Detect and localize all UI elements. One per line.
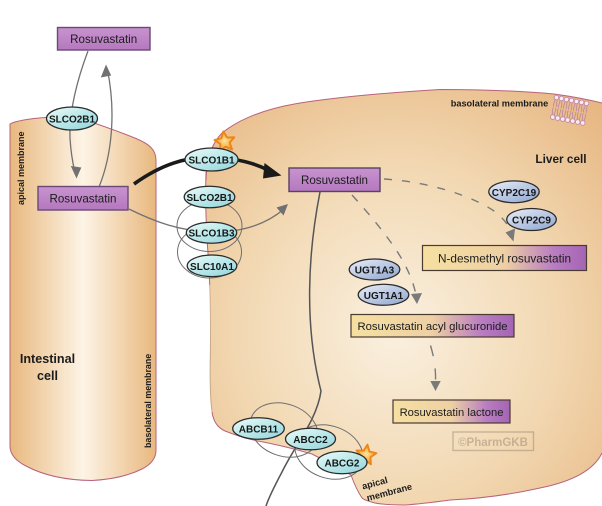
svg-text:basolateral membrane: basolateral membrane	[143, 354, 153, 448]
svg-text:basolateral membrane: basolateral membrane	[451, 99, 549, 109]
svg-text:SLCO1B3: SLCO1B3	[188, 229, 235, 240]
svg-text:Rosuvastatin: Rosuvastatin	[301, 174, 368, 187]
svg-text:cell: cell	[37, 369, 58, 383]
svg-text:Rosuvastatin: Rosuvastatin	[49, 193, 116, 206]
svg-text:Liver cell: Liver cell	[535, 152, 586, 166]
svg-text:Intestinal: Intestinal	[20, 352, 75, 366]
svg-text:Rosuvastatin lactone: Rosuvastatin lactone	[400, 407, 504, 419]
svg-text:ABCC2: ABCC2	[293, 435, 328, 446]
svg-text:SLCO2B1: SLCO2B1	[186, 193, 233, 204]
svg-text:SLC10A1: SLC10A1	[190, 262, 234, 273]
svg-text:CYP2C9: CYP2C9	[512, 216, 551, 227]
svg-text:SLCO1B1: SLCO1B1	[188, 156, 235, 167]
svg-text:UGT1A3: UGT1A3	[355, 266, 395, 277]
svg-text:Rosuvastatin acyl glucuronide: Rosuvastatin acyl glucuronide	[357, 321, 507, 333]
svg-text:SLCO2B1: SLCO2B1	[49, 115, 96, 126]
svg-text:ABCG2: ABCG2	[324, 459, 359, 470]
svg-text:©PharmGKB: ©PharmGKB	[458, 437, 528, 449]
svg-text:CYP2C19: CYP2C19	[492, 188, 537, 199]
svg-text:ABCB11: ABCB11	[239, 425, 279, 436]
svg-text:UGT1A1: UGT1A1	[364, 291, 404, 302]
svg-text:apical membrane: apical membrane	[16, 131, 26, 205]
svg-text:Rosuvastatin: Rosuvastatin	[70, 33, 137, 46]
svg-text:N-desmethyl rosuvastatin: N-desmethyl rosuvastatin	[438, 252, 571, 266]
